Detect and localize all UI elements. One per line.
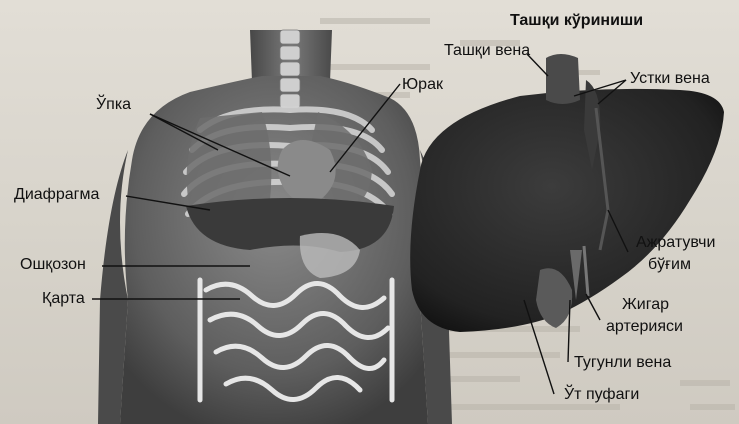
label-upper-vein: Устки вена <box>630 70 710 88</box>
label-lung: Ўпка <box>96 96 131 114</box>
label-spleen: Қарта <box>42 290 85 308</box>
liver-view-title: Ташқи кўриниши <box>510 12 643 30</box>
label-gallbladder: Ўт пуфаги <box>564 386 639 404</box>
torso-illustration <box>98 30 452 424</box>
label-hepatic-artery-2: артерияси <box>606 318 683 336</box>
label-stomach: Ошқозон <box>20 256 86 274</box>
label-excretory-duct-1: Ажратувчи <box>636 234 715 252</box>
spine <box>280 30 300 108</box>
label-heart: Юрак <box>402 76 443 94</box>
label-diaphragm: Диафрагма <box>14 186 99 204</box>
vena-cava <box>546 54 580 104</box>
liver-illustration <box>410 54 724 332</box>
label-outer-vein: Ташқи вена <box>444 42 530 60</box>
label-excretory-duct-2: бўғим <box>648 256 691 274</box>
label-hepatic-artery-1: Жигар <box>622 296 669 314</box>
label-portal-vein: Тугунли вена <box>574 354 671 372</box>
